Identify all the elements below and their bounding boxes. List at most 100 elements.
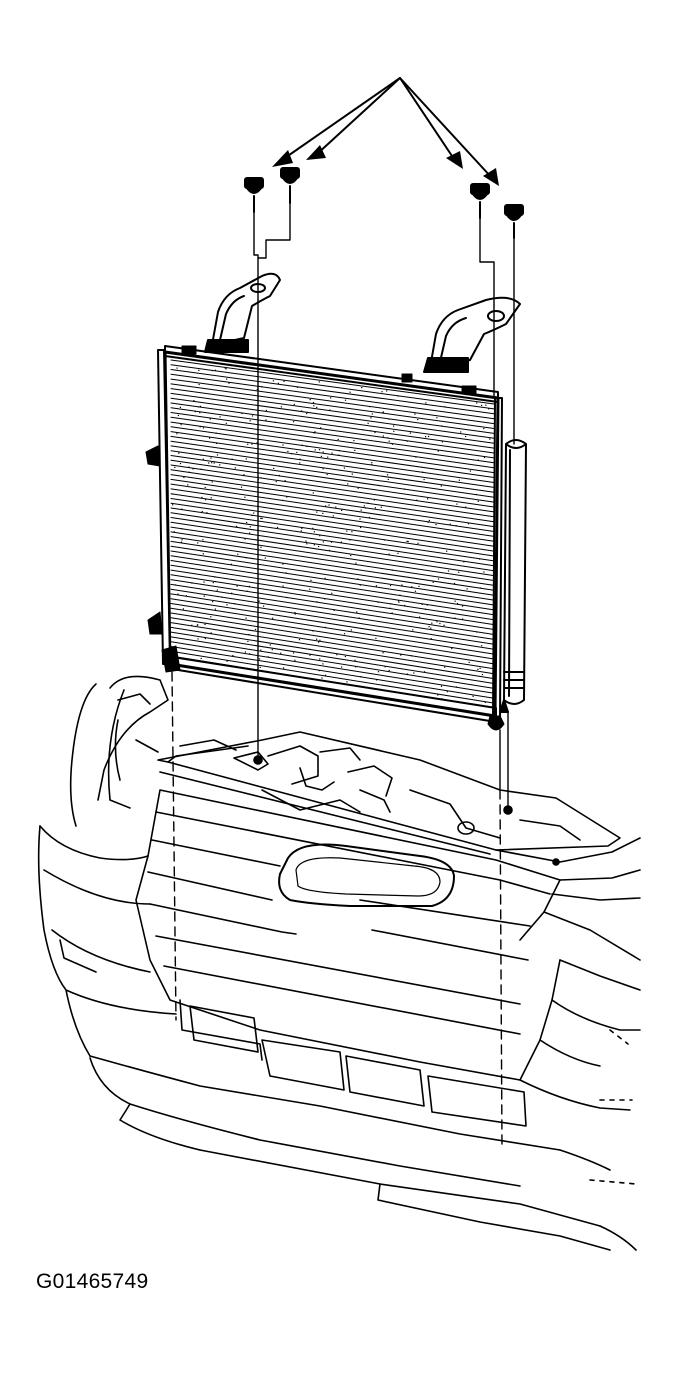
fin-speck [245, 458, 247, 460]
fin-speck [324, 577, 326, 579]
fin-speck [293, 421, 295, 423]
fin-speck [350, 629, 352, 631]
fin-speck [327, 456, 329, 458]
condenser-fin-line [170, 555, 495, 606]
fin-speck [271, 649, 273, 651]
fin-speck [286, 496, 288, 498]
fin-speck [306, 445, 308, 447]
fin-speck [419, 616, 421, 618]
fin-speck [232, 654, 234, 657]
fin-speck [176, 367, 178, 369]
fin-speck [388, 669, 390, 672]
fin-speck [176, 433, 178, 435]
fin-speck [354, 449, 356, 451]
fin-speck [355, 666, 357, 668]
condenser-fin-line [170, 521, 495, 572]
fin-speck [326, 473, 328, 476]
fin-speck [214, 608, 216, 610]
fin-speck [465, 435, 467, 438]
fin-speck [400, 654, 402, 656]
fin-speck [432, 581, 434, 583]
fin-speck [401, 584, 403, 586]
fin-speck [481, 645, 483, 647]
fin-speck [314, 449, 316, 451]
fin-speck [431, 622, 433, 624]
fin-speck [216, 442, 218, 444]
fin-speck [221, 596, 223, 598]
fin-speck [260, 477, 262, 479]
fin-speck [320, 427, 322, 429]
fin-speck [469, 470, 471, 472]
fin-speck [192, 468, 194, 470]
fin-speck [318, 449, 321, 451]
fin-speck [479, 667, 481, 669]
condenser-fin-line [170, 435, 495, 483]
fin-speck [472, 695, 474, 697]
fin-speck [346, 681, 348, 683]
fin-speck [210, 616, 212, 618]
fin-speck [430, 638, 432, 640]
fin-speck [181, 508, 183, 510]
fin-speck [355, 562, 357, 564]
fin-speck [203, 595, 205, 597]
fin-speck [205, 499, 207, 501]
fin-speck [319, 535, 321, 537]
fin-speck [412, 629, 414, 631]
fin-speck [294, 612, 296, 614]
fin-speck [249, 420, 251, 422]
condenser-fin-line [170, 488, 495, 537]
fin-speck [181, 539, 183, 541]
fin-speck [286, 596, 288, 599]
fin-speck [230, 563, 232, 565]
fin-speck [343, 467, 345, 469]
fin-speck [322, 663, 324, 665]
fin-speck [172, 504, 174, 506]
fin-speck [367, 422, 369, 424]
condenser-fin-line [170, 579, 495, 630]
fin-speck [458, 479, 460, 481]
fin-speck [299, 462, 301, 464]
fin-speck [389, 585, 392, 587]
fin-speck [328, 549, 331, 551]
fin-speck [247, 640, 249, 642]
fin-speck [180, 541, 183, 543]
fin-speck [198, 406, 200, 408]
fin-speck [313, 544, 315, 546]
fin-speck [383, 651, 385, 653]
fin-speck [363, 505, 365, 507]
bolt-guide-lines [253, 202, 515, 313]
fin-speck [318, 381, 320, 383]
fin-speck [347, 483, 349, 485]
fin-speck [301, 527, 303, 529]
fin-speck [174, 466, 176, 468]
fin-speck [476, 402, 478, 404]
fin-speck [441, 425, 443, 427]
fin-speck [349, 391, 351, 393]
condenser-fin-line [170, 622, 495, 675]
fin-speck [204, 623, 206, 625]
fin-speck [330, 541, 333, 543]
fin-speck [211, 370, 213, 372]
condenser-fin-line [170, 641, 495, 694]
bolt-icon [280, 167, 300, 204]
fin-speck [451, 647, 453, 650]
fin-speck [399, 594, 401, 596]
fin-speck [275, 481, 277, 483]
fin-speck [422, 471, 424, 473]
fin-speck [278, 474, 280, 477]
condenser-fin-line [170, 526, 495, 577]
fin-speck [231, 458, 233, 460]
fin-speck [397, 552, 399, 554]
bolt-icon [244, 177, 264, 213]
fin-speck [364, 507, 367, 509]
fin-speck [397, 600, 400, 602]
condenser-fin-line [170, 560, 495, 611]
left-lower-pin [161, 645, 181, 673]
fin-speck [190, 438, 192, 440]
fin-speck [338, 454, 340, 456]
fin-speck [282, 499, 284, 501]
fin-speck [193, 400, 195, 402]
fin-speck [357, 487, 359, 489]
fin-speck [203, 581, 205, 583]
condenser-fin-line [170, 464, 495, 513]
